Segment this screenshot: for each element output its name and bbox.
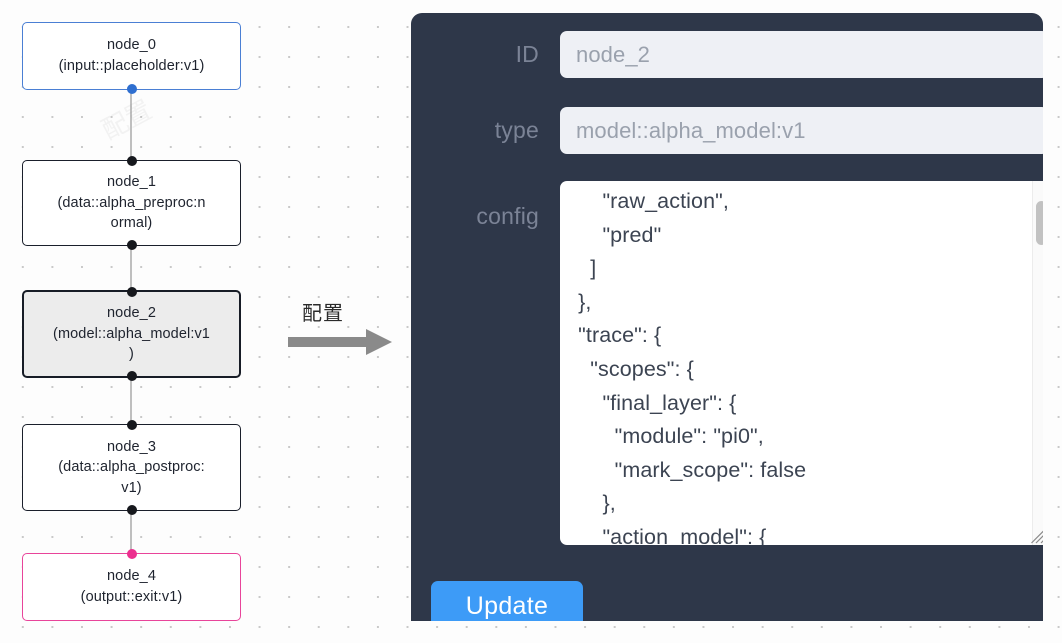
edge-node0-node1 [130,88,132,160]
node-handle-output[interactable] [126,505,137,515]
annotation-label: 配置 [302,301,344,325]
id-field-label: ID [515,41,539,67]
node-handle-input[interactable] [126,549,137,559]
node-handle-input[interactable] [126,156,137,166]
edge-node1-node2 [130,246,132,318]
node-handle-output[interactable] [126,240,137,250]
node-config-panel: ID type config "raw_action", "pred" ] },… [411,13,1043,621]
update-button[interactable]: Update [431,581,583,621]
config-textarea-wrapper[interactable]: "raw_action", "pred" ] }, "trace": { "sc… [560,181,1043,545]
graph-node-subtitle: (data::alpha_postproc: v1) [58,459,205,496]
field-row-id: ID [431,31,1043,78]
graph-node-subtitle: (output::exit:v1) [80,589,183,605]
resize-grip-icon[interactable] [1030,526,1043,544]
id-input[interactable] [560,31,1043,78]
config-scrollbar-track[interactable] [1032,181,1043,545]
node-handle-input[interactable] [126,287,137,297]
edge-node2-node3 [130,377,132,449]
graph-node-title: node_4 [107,568,156,585]
arrow-right-icon [288,329,392,355]
graph-node-node_2[interactable]: node_2 (model::alpha_model:v1 ) [22,287,241,381]
type-input[interactable] [560,107,1043,154]
type-field-label: type [494,117,539,143]
node-handle-input[interactable] [126,420,137,430]
node-handle-output[interactable] [126,371,137,381]
graph-node-subtitle: (input::placeholder:v1) [58,58,205,74]
graph-node-node_4[interactable]: node_4 (output::exit:v1) [22,549,241,621]
graph-node-node_0[interactable]: node_0 (input::placeholder:v1) [22,22,241,94]
graph-node-title: node_2 [107,305,156,322]
graph-node-node_1[interactable]: node_1 (data::alpha_preproc:n ormal) [22,156,241,250]
node-handle-output[interactable] [126,84,137,94]
field-row-config: config "raw_action", "pred" ] }, "trace"… [431,181,1043,545]
edge-node3-node4 [130,511,132,583]
graph-node-title: node_3 [107,438,156,455]
field-row-type: type [431,107,1043,154]
graph-node-subtitle: (model::alpha_model:v1 ) [53,325,210,363]
config-textarea[interactable]: "raw_action", "pred" ] }, "trace": { "sc… [578,189,807,545]
graph-node-subtitle: (data::alpha_preproc:n ormal) [57,194,206,232]
watermark: 配置 [97,95,158,147]
graph-node-title: node_0 [107,37,156,54]
config-field-label: config [476,203,539,229]
graph-node-title: node_1 [107,174,156,191]
annotation-config-arrow: 配置 [288,297,398,363]
config-scrollbar-thumb[interactable] [1035,201,1043,245]
graph-node-node_3[interactable]: node_3 (data::alpha_postproc: v1) [22,420,241,515]
